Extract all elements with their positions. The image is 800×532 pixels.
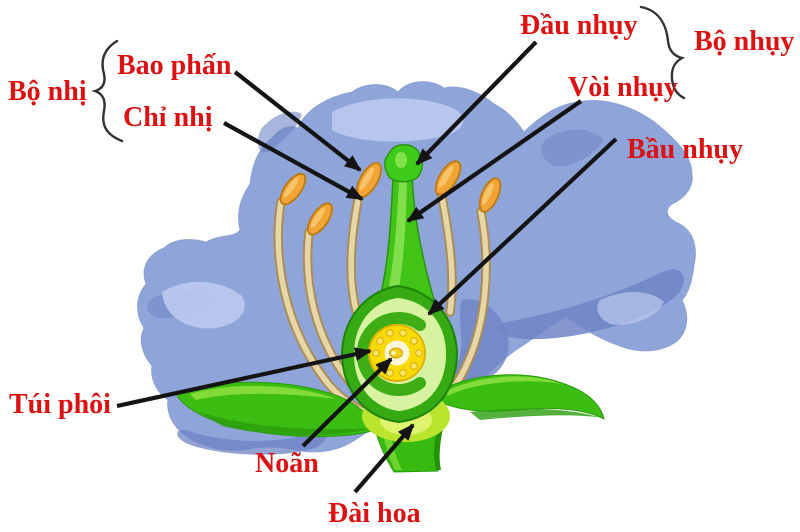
label-bo-nhuy: Bộ nhụy — [694, 26, 795, 57]
annotation-arrows — [116, 40, 618, 494]
label-bao-phan: Bao phấn — [117, 50, 232, 81]
label-dau-nhuy: Đầu nhụy — [520, 10, 638, 41]
arrow-noan — [301, 357, 393, 448]
label-chi-nhi: Chỉ nhị — [123, 102, 213, 133]
ovary — [340, 284, 459, 424]
group-braces — [91, 5, 686, 143]
stigma-highlight — [395, 152, 407, 168]
sepal-right — [429, 374, 605, 420]
arrow-bau-nhuy — [427, 137, 618, 316]
label-voi-nhuy: Vòi nhụy — [568, 72, 678, 103]
brace-right — [639, 5, 686, 100]
label-noan: Noãn — [255, 448, 319, 479]
style-highlight — [388, 180, 407, 294]
arrow-chi-nhi — [222, 121, 364, 201]
arrow-bao-phan — [233, 70, 362, 172]
label-bau-nhuy: Bầu nhụy — [627, 134, 743, 165]
arrow-tui-phoi — [116, 347, 372, 409]
stamen-anthers — [279, 160, 502, 236]
pistil — [340, 144, 459, 424]
label-tui-phoi: Túi phôi — [9, 389, 111, 420]
arrow-dau-nhuy — [415, 40, 538, 166]
brace-left — [91, 39, 124, 143]
label-bo-nhi: Bộ nhị — [8, 76, 87, 107]
arrow-voi-nhuy — [406, 99, 583, 223]
arrow-dai-hoa — [353, 423, 415, 494]
label-dai-hoa: Đài hoa — [328, 498, 421, 529]
